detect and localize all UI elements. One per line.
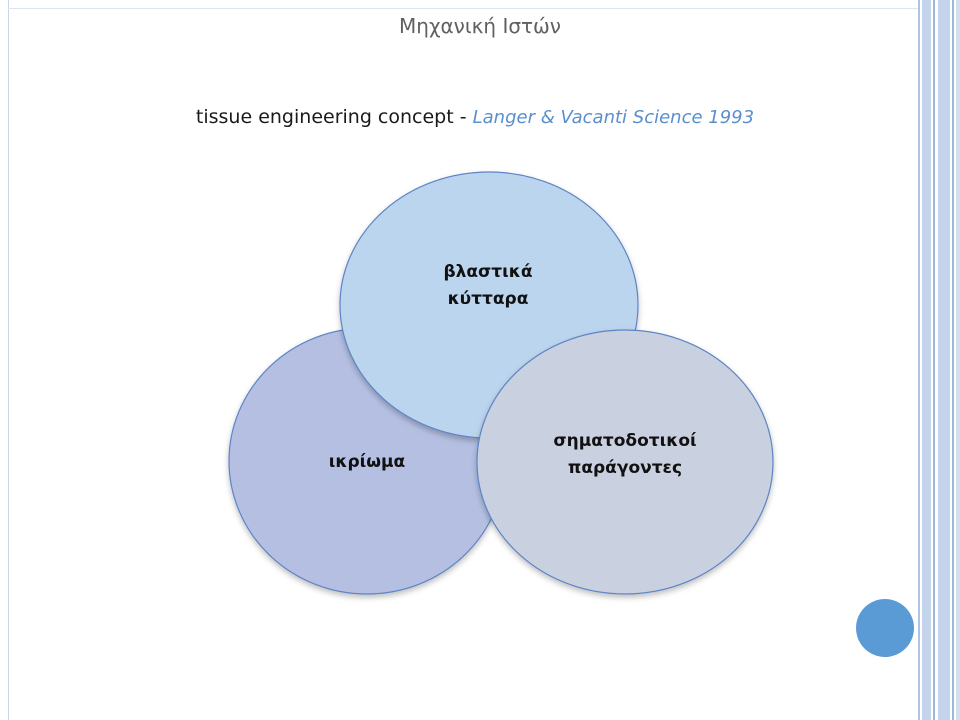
slide-header: Μηχανική Ιστών [399, 14, 561, 38]
frame-left-line [8, 0, 9, 720]
scaffold-label: ικρίωμα [297, 449, 437, 476]
page-indicator-dot [856, 599, 914, 657]
frame-top-line [8, 8, 920, 9]
signaling-factors-label-line1: σηματοδοτικοί [553, 431, 697, 451]
decorative-stripe [956, 0, 960, 720]
decorative-stripe [918, 0, 920, 720]
stem-cells-label: βλαστικά κύτταρα [413, 259, 563, 313]
separator-text: - [453, 106, 473, 128]
signaling-factors-label: σηματοδοτικοί παράγοντες [530, 428, 720, 482]
concept-text: tissue engineering concept [195, 106, 454, 128]
signaling-factors-label-line2: παράγοντες [567, 458, 683, 478]
signaling-factors-circle [476, 329, 774, 595]
decorative-stripe [922, 0, 931, 720]
decorative-stripe [938, 0, 950, 720]
reference-text: Langer & Vacanti Science 1993 [472, 107, 755, 128]
decorative-stripe [952, 0, 954, 720]
scaffold-label-text: ικρίωμα [328, 452, 406, 472]
decorative-stripe [933, 0, 935, 720]
stem-cells-label-line1: βλαστικά [443, 262, 533, 282]
slide-subtitle: tissue engineering concept - Langer & Va… [0, 106, 950, 128]
stem-cells-label-line2: κύτταρα [447, 289, 529, 309]
